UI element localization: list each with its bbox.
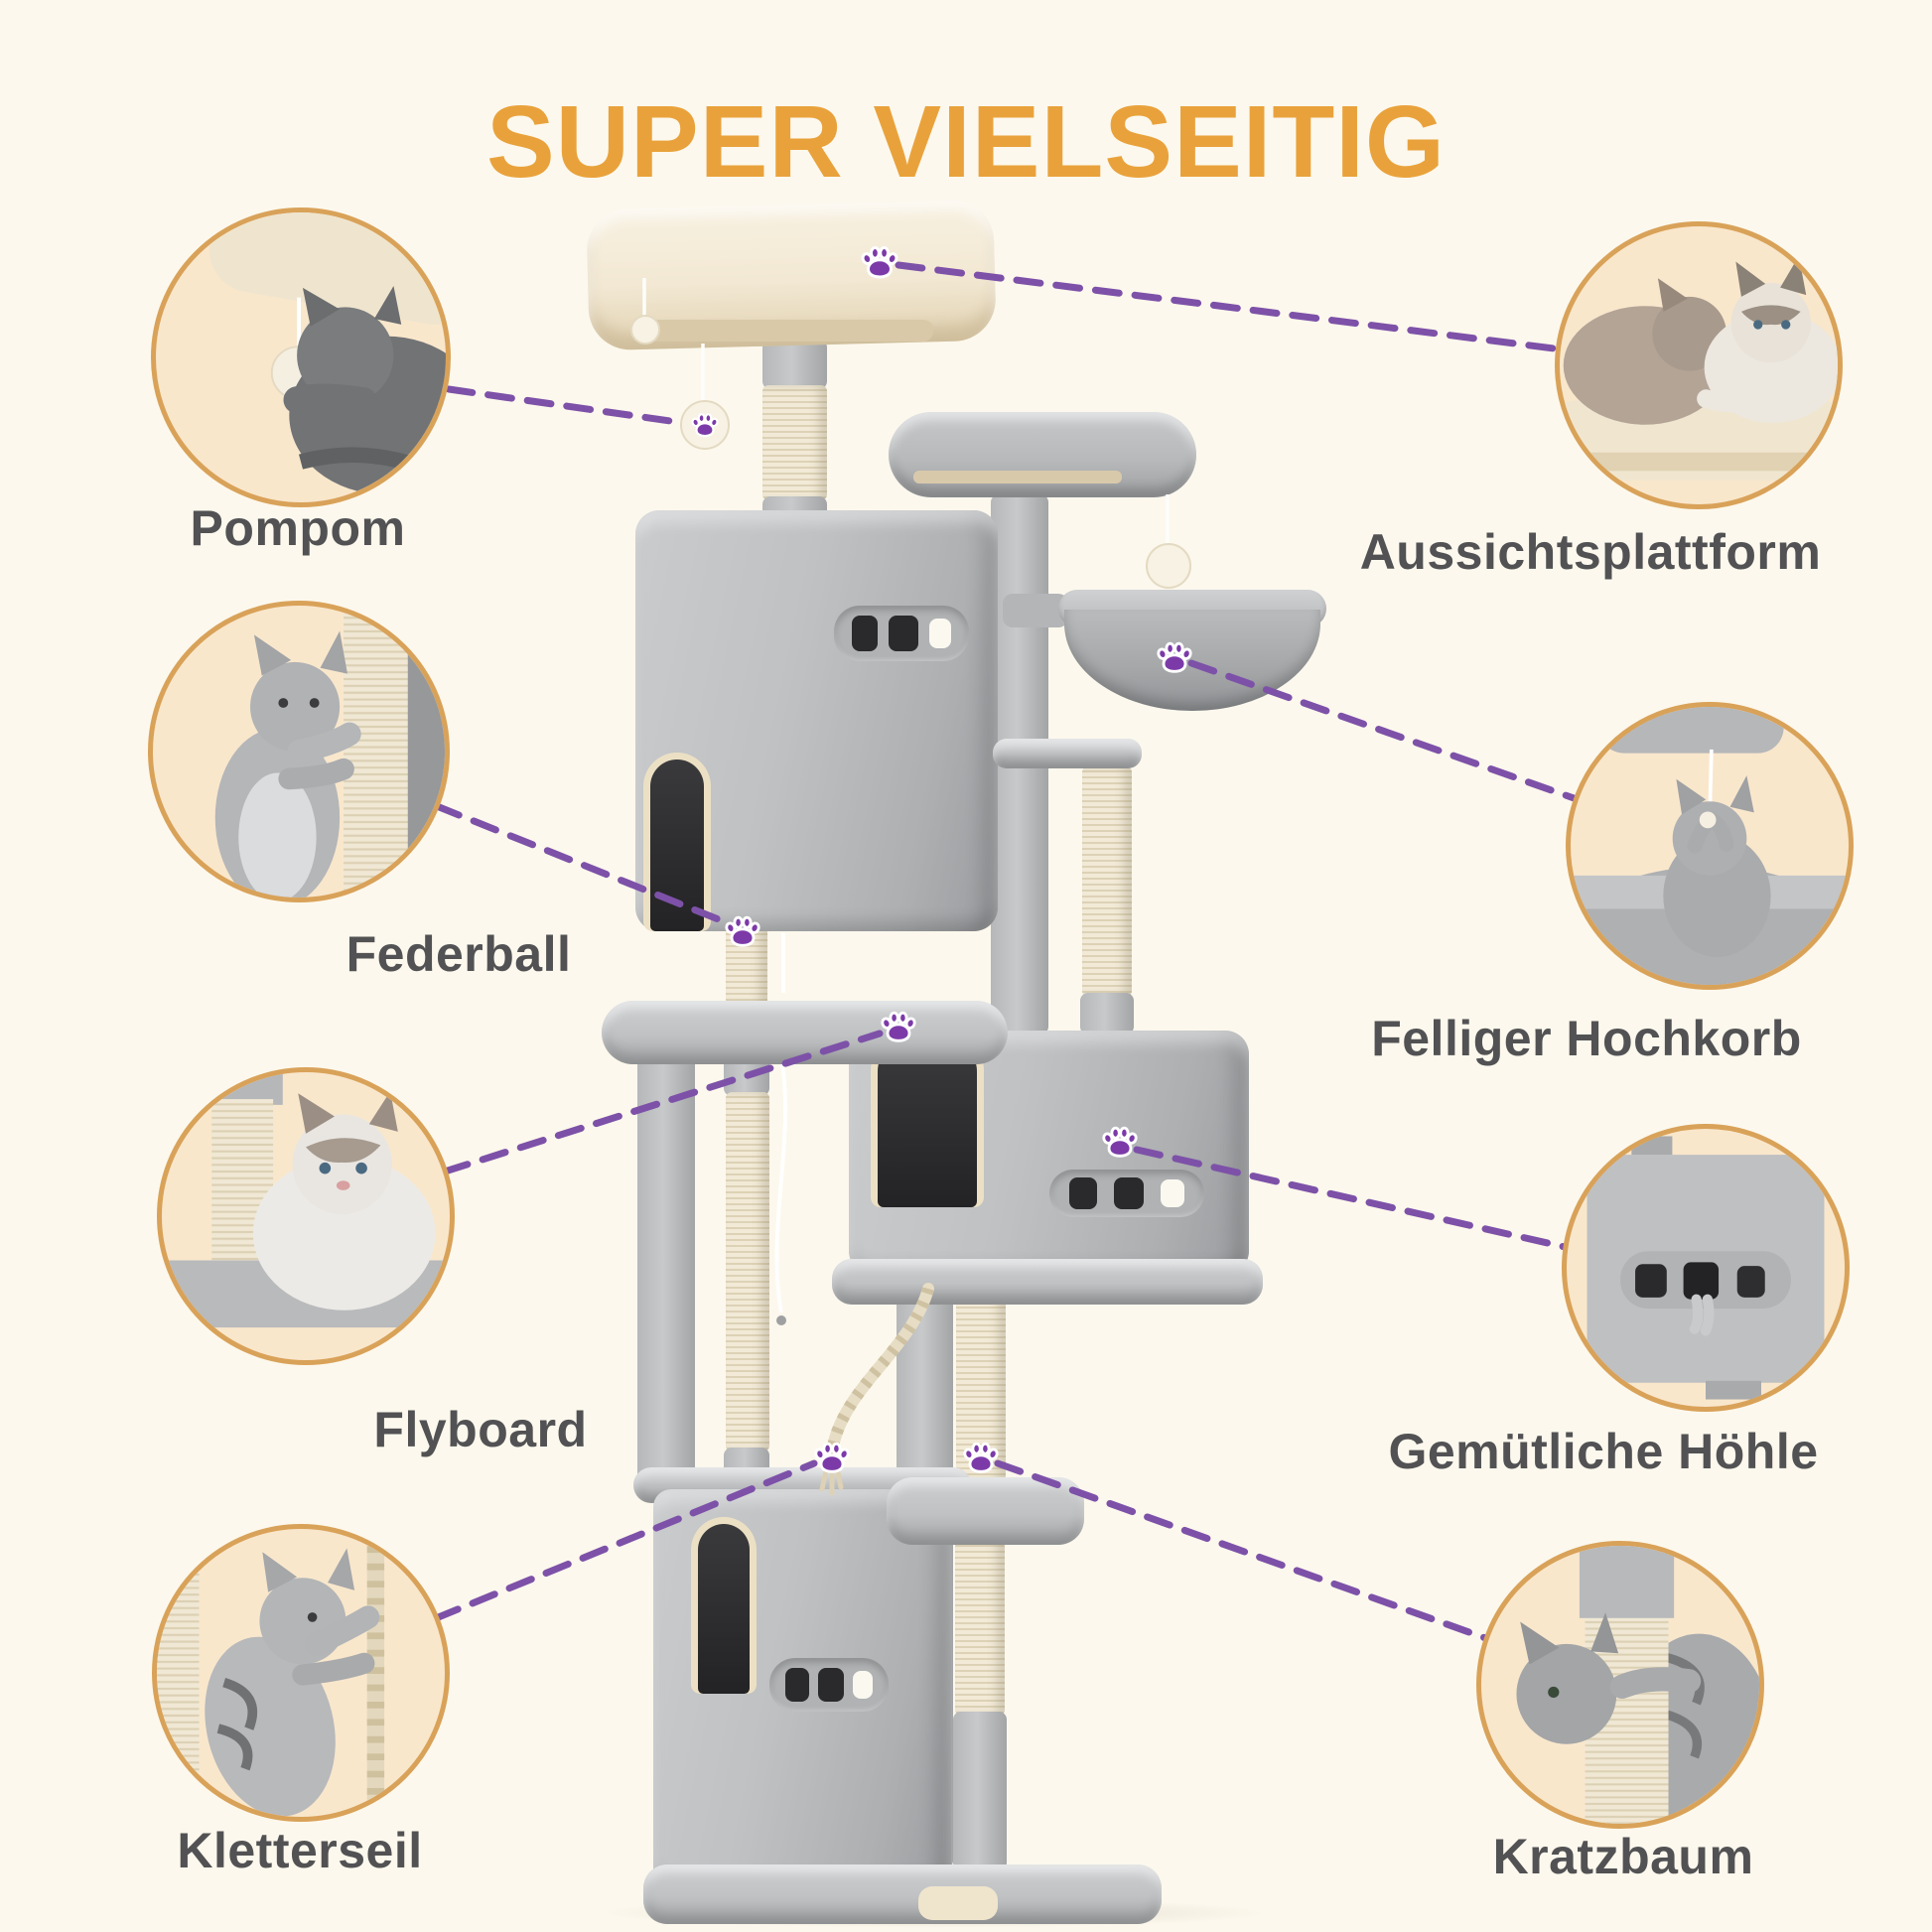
step-platform: [887, 1477, 1084, 1545]
connector-kletterseil: [432, 1459, 818, 1622]
kletterseil-illustration: [157, 1529, 385, 1817]
top-condo-peepholes: [834, 606, 969, 661]
connector-hoehle: [1133, 1146, 1578, 1253]
kratzbaum-illustration: [1516, 1546, 1759, 1824]
label-hoehle: Gemütliche Höhle: [1388, 1424, 1819, 1479]
base-platform: [643, 1864, 1162, 1924]
bottom-condo-entrance: [691, 1517, 757, 1694]
post-lower-sisal: [726, 1092, 769, 1451]
paw-icon-step-post: [961, 1442, 1001, 1473]
callout-circle-hoehle: [1562, 1124, 1850, 1412]
paw-icon-flyboard: [879, 1011, 918, 1042]
connector-pompom: [445, 385, 681, 426]
bottom-condo-peepholes: [769, 1658, 889, 1712]
basket-arm: [1003, 594, 1068, 627]
connector-kratzbaum: [994, 1459, 1495, 1644]
post-basket-cuff: [1080, 993, 1134, 1035]
post-top-gray: [762, 340, 827, 389]
label-kletterseil: Kletterseil: [177, 1823, 423, 1878]
post-top-sisal: [762, 385, 827, 500]
label-hochkorb: Felliger Hochkorb: [1371, 1011, 1802, 1066]
middle-condo-peepholes: [1049, 1170, 1204, 1217]
post-basket-sisal: [1082, 766, 1132, 997]
feather-toy-string: [774, 933, 788, 1325]
label-aussichtsplattform: Aussichtsplattform: [1359, 524, 1822, 580]
top-platform-underside: [639, 320, 933, 342]
hoehle-illustration: [1587, 1136, 1825, 1400]
callout-circle-aussichtsplattform: [1555, 221, 1843, 509]
label-pompom: Pompom: [190, 500, 406, 556]
paw-icon-top-platform: [860, 246, 899, 279]
middle-condo-base: [832, 1259, 1263, 1305]
connector-aussichtsplattform: [895, 261, 1566, 353]
label-flyboard: Flyboard: [373, 1402, 588, 1457]
callout-circle-kratzbaum: [1476, 1541, 1764, 1829]
post-lower-left-gray: [637, 1052, 695, 1485]
connector-federball: [433, 802, 730, 926]
callout-circle-kletterseil: [152, 1524, 450, 1822]
aussichtsplattform-illustration: [1560, 255, 1838, 481]
callout-circle-hochkorb: [1566, 702, 1854, 990]
side-ledge: [993, 739, 1142, 768]
pompom-illustration: [208, 212, 446, 495]
federball-illustration: [214, 606, 445, 897]
connector-flyboard: [441, 1030, 884, 1175]
paw-icon-rope: [812, 1442, 852, 1473]
paw-icon-sisal-post: [723, 915, 762, 947]
paw-icon-middle-condo: [1100, 1126, 1140, 1158]
connector-hochkorb: [1187, 659, 1584, 804]
paw-icon-basket: [1155, 641, 1194, 673]
base-cushion: [918, 1886, 998, 1920]
flyboard-illustration: [162, 1072, 450, 1328]
post-right-sisal-low: [955, 1541, 1005, 1716]
pompom-right: [1146, 494, 1191, 589]
label-federball: Federball: [345, 926, 572, 982]
callout-circle-flyboard: [157, 1067, 455, 1365]
round-platform-board: [913, 471, 1122, 483]
callout-circle-federball: [148, 601, 450, 902]
page-title: SUPER VIELSEITIG: [485, 84, 1447, 199]
callout-circle-pompom: [151, 207, 451, 507]
pompom-small-left: [630, 278, 660, 345]
hochkorb-illustration: [1571, 707, 1849, 985]
label-kratzbaum: Kratzbaum: [1492, 1829, 1754, 1884]
post-right-cuff-low: [953, 1712, 1007, 1870]
